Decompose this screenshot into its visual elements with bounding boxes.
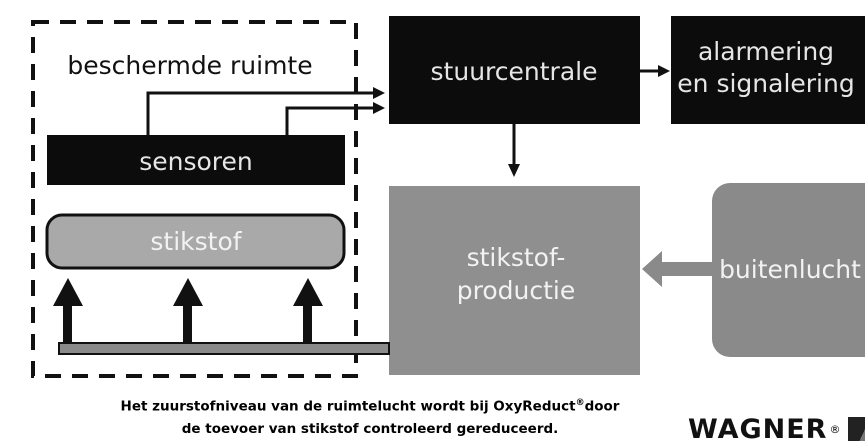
wagner-logo-text: WAGNER	[688, 413, 828, 445]
nitrogen-feed-riser-1	[63, 304, 72, 344]
sensors-box	[47, 135, 345, 185]
wagner-logo: WAGNER ®	[688, 412, 865, 446]
alarm-label-line-1: alarmering	[698, 37, 834, 66]
production-control-arrowhead	[508, 164, 520, 177]
nitrogen-production-label-line-2: productie	[457, 276, 575, 305]
nitrogen-feed-riser-3	[303, 304, 312, 344]
control-center-box	[389, 16, 640, 124]
caption-line-1-text: Het zuurstofniveau van de ruimtelucht wo…	[120, 398, 576, 415]
nitrogen-production-box	[389, 186, 640, 375]
nitrogen-production-label-line-1: stikstof-	[467, 243, 566, 272]
sensors-label: sensoren	[139, 147, 253, 176]
outside-air-label: buitenlucht	[719, 255, 861, 284]
caption-line-1-end: door	[584, 398, 620, 415]
outside-air-arrow-shaft	[660, 262, 714, 276]
control-center-label: stuurcentrale	[431, 57, 598, 86]
wagner-logo-emblem-icon	[848, 417, 865, 441]
nitrogen-feed-arrowhead-1	[53, 278, 83, 306]
protected-room-label: beschermde ruimte	[67, 51, 312, 80]
caption-line-2: de toevoer van stikstof controleerd gere…	[181, 420, 559, 437]
nitrogen-box	[45, 213, 346, 270]
alarm-signaling-box	[671, 16, 865, 124]
nitrogen-feed-riser-2	[183, 304, 192, 344]
outside-air-box	[712, 183, 865, 357]
caption-line-1: Het zuurstofniveau van de ruimtelucht wo…	[60, 392, 680, 418]
sensor-signal-arrowhead-2	[373, 102, 385, 114]
sensor-signal-arrowhead-1	[373, 87, 385, 99]
nitrogen-feed-pipe	[58, 342, 390, 355]
registered-mark: ®	[575, 398, 585, 408]
outside-air-arrowhead	[642, 251, 662, 287]
alarm-label-line-2: en signalering	[677, 69, 854, 98]
wagner-logo-mark: ®	[829, 422, 841, 436]
nitrogen-label: stikstof	[150, 227, 242, 256]
nitrogen-feed-arrowhead-2	[173, 278, 203, 306]
sensor-signal-line-1	[146, 91, 373, 135]
diagram-caption: Het zuurstofniveau van de ruimtelucht wo…	[60, 392, 680, 440]
protected-room-boundary	[31, 20, 358, 378]
nitrogen-feed-arrowhead-3	[293, 278, 323, 306]
sensor-signal-line-2	[285, 106, 373, 135]
alarm-arrowhead	[658, 65, 670, 77]
